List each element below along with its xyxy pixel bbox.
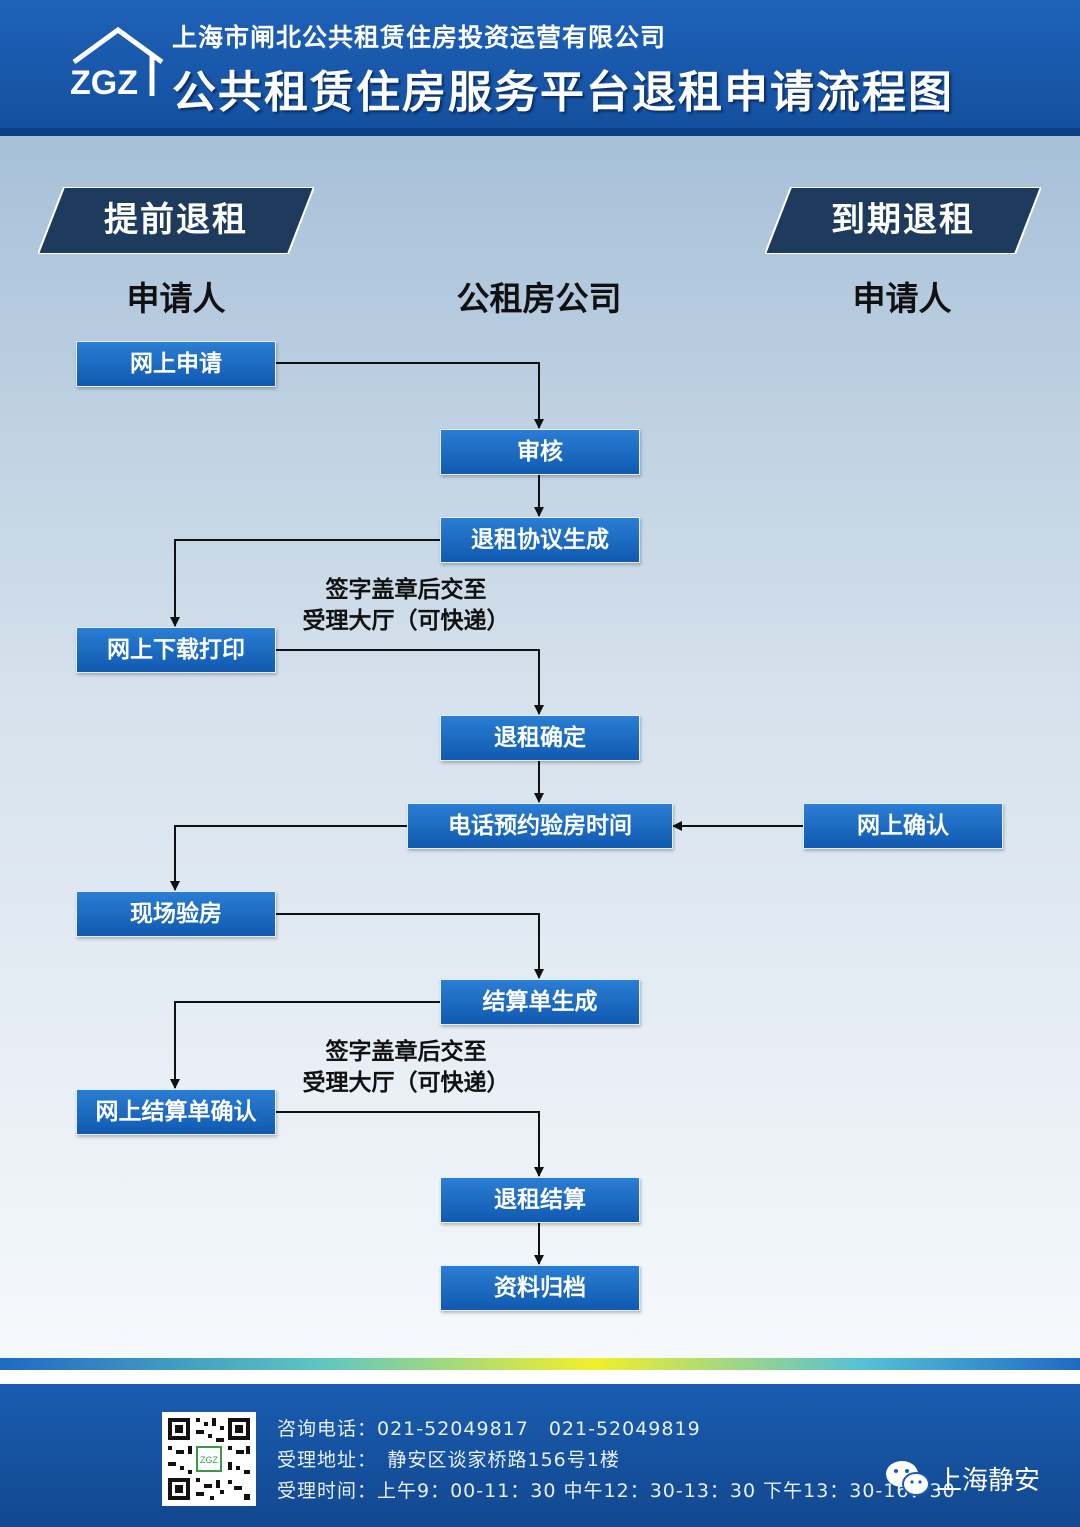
step-online-apply: 网上申请 bbox=[76, 341, 276, 387]
step-download-print: 网上下载打印 bbox=[76, 627, 276, 673]
step-phone-booking: 电话预约验房时间 bbox=[407, 803, 673, 849]
footer-phone: 咨询电话：021-52049817 021-52049819 bbox=[277, 1418, 701, 1440]
note-submit-signed-1: 签字盖章后交至 受理大厅（可快递） bbox=[256, 575, 556, 637]
qr-code-icon: ZGZ bbox=[162, 1412, 256, 1506]
arrow-apply-to-review bbox=[276, 362, 544, 429]
step-onsite-inspection: 现场验房 bbox=[76, 891, 276, 937]
company-name: 上海市闸北公共租赁住房投资运营有限公司 bbox=[172, 23, 667, 52]
step-review: 审核 bbox=[440, 429, 640, 475]
note-1-line-1: 签字盖章后交至 bbox=[325, 577, 487, 603]
page-title: 公共租赁住房服务平台退租申请流程图 bbox=[172, 67, 954, 118]
banner-early-termination: 提前退租 bbox=[38, 187, 314, 254]
header-bar bbox=[0, 0, 1080, 134]
step-statement: 结算单生成 bbox=[440, 979, 640, 1025]
arrow-statement-to-online-confirm bbox=[170, 1001, 440, 1089]
column-applicant-left: 申请人 bbox=[126, 279, 226, 318]
arrow-inspection-to-statement bbox=[276, 913, 544, 979]
column-applicant-right: 申请人 bbox=[852, 279, 952, 318]
qr-badge-text: ZGZ bbox=[200, 1455, 218, 1465]
step-online-confirm: 网上确认 bbox=[803, 803, 1003, 849]
step-online-statement-confirm: 网上结算单确认 bbox=[76, 1089, 276, 1135]
note-2-line-1: 签字盖章后交至 bbox=[325, 1039, 487, 1065]
banner-expiry-termination: 到期退租 bbox=[765, 187, 1041, 254]
wechat-brand: 上海静安 bbox=[884, 1456, 1054, 1500]
step-archive: 资料归档 bbox=[440, 1265, 640, 1311]
banner-early-label: 提前退租 bbox=[104, 200, 248, 240]
rainbow-divider bbox=[0, 1358, 1080, 1370]
house-logo-icon: ZGZ bbox=[70, 26, 164, 102]
note-submit-signed-2: 签字盖章后交至 受理大厅（可快递） bbox=[256, 1037, 556, 1099]
wechat-icon bbox=[886, 1461, 930, 1496]
brand-label: 上海静安 bbox=[936, 1466, 1041, 1496]
step-confirm-lease-end: 退租确定 bbox=[440, 715, 640, 761]
arrow-booking-to-inspection bbox=[170, 825, 407, 891]
arrow-online-confirm-to-settlement bbox=[276, 1111, 544, 1177]
step-agreement: 退租协议生成 bbox=[440, 517, 640, 563]
header-divider bbox=[0, 128, 1080, 136]
banner-expiry-label: 到期退租 bbox=[831, 200, 975, 240]
note-2-line-2: 受理大厅（可快递） bbox=[302, 1070, 510, 1096]
footer-gap bbox=[0, 1370, 1080, 1384]
arrow-agreement-to-download bbox=[170, 539, 440, 627]
step-settlement: 退租结算 bbox=[440, 1177, 640, 1223]
arrow-download-to-confirm bbox=[276, 649, 544, 715]
footer-hours: 受理时间：上午9：00-11：30 中午12：30-13：30 下午13：30-… bbox=[277, 1480, 956, 1502]
footer-address: 受理地址： 静安区谈家桥路156号1楼 bbox=[277, 1449, 620, 1471]
logo-text: ZGZ bbox=[70, 64, 138, 102]
column-company: 公租房公司 bbox=[456, 279, 622, 318]
note-1-line-2: 受理大厅（可快递） bbox=[302, 608, 510, 634]
